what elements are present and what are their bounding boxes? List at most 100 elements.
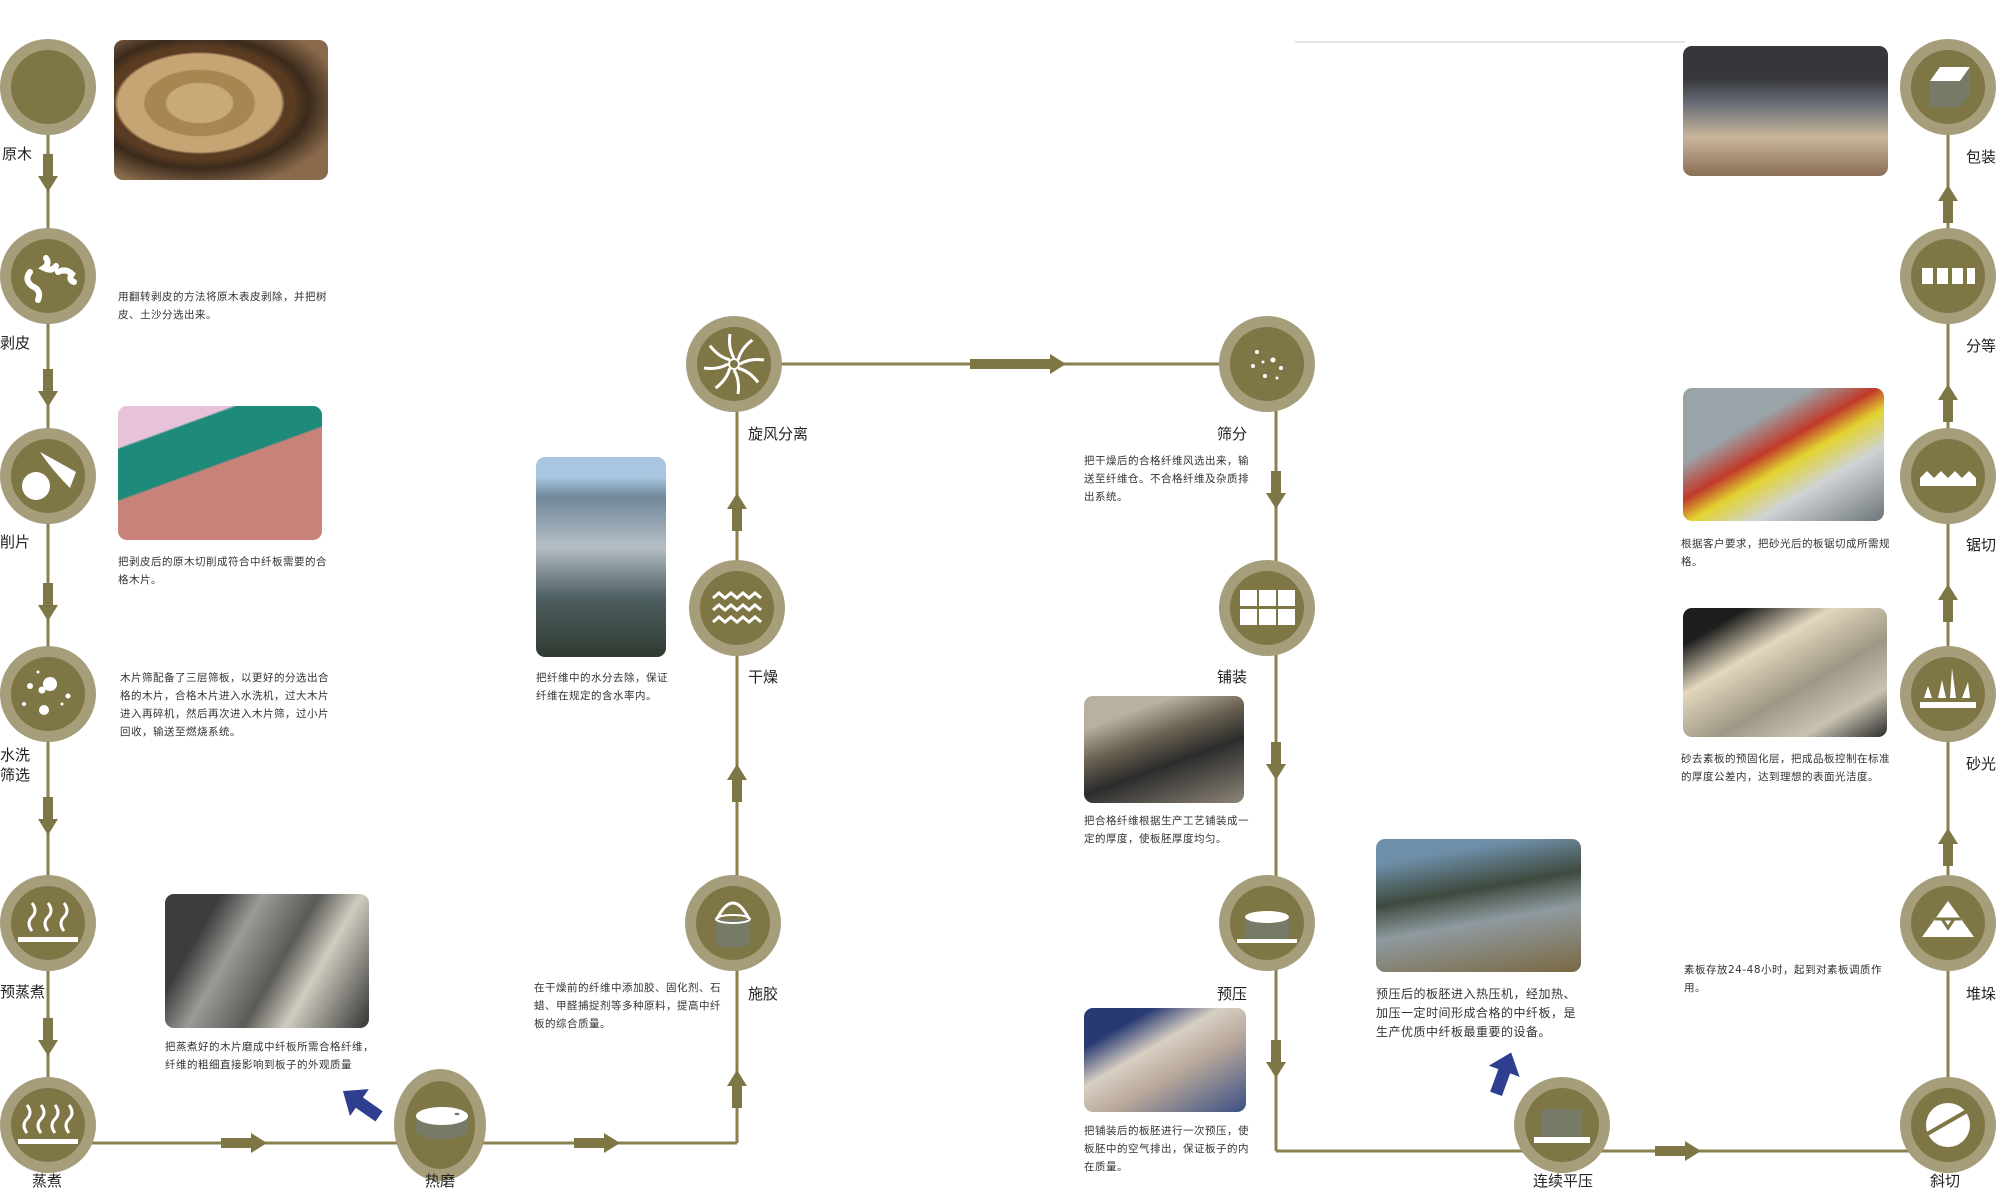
- step-label: 原木: [2, 145, 33, 163]
- prepress-photo: [1084, 1008, 1246, 1112]
- flow-arrow-up: [727, 1070, 747, 1108]
- pointer-arrow-icon: [1485, 1050, 1523, 1098]
- dryer-tower-photo: [536, 457, 666, 657]
- step-label: 水洗: [0, 746, 31, 764]
- step-description: 素板存放24-48小时，起到对素板调质作用。: [1684, 964, 1883, 994]
- step-description: 把铺装后的板胚进行一次预压，使板胚中的空气排出，保证板子的内在质量。: [1084, 1125, 1249, 1173]
- process-step-20: [1900, 39, 1996, 135]
- flow-arrow-right: [970, 354, 1066, 374]
- step-label: 旋风分离: [748, 425, 809, 443]
- flow-arrow-right: [221, 1133, 267, 1153]
- pointer-arrow-icon: [341, 1087, 385, 1124]
- step-label: 施胶: [748, 985, 779, 1003]
- step-description: 把合格纤维根据生产工艺铺装成一定的厚度，使板胚厚度均匀。: [1084, 815, 1249, 845]
- step-description: 预压后的板胚进入热压机，经加热、加压一定时间形成合格的中纤板，是生产优质中纤板最…: [1376, 987, 1577, 1039]
- log-photo: [114, 40, 328, 180]
- step-label: 筛选: [0, 766, 31, 784]
- process-step-1: [0, 39, 96, 135]
- steam-icon: [18, 902, 78, 942]
- flow-arrow-down: [1266, 742, 1286, 780]
- process-step-12: [1219, 560, 1315, 656]
- step-label: 剥皮: [0, 334, 31, 352]
- cyclone-icon: [703, 333, 765, 395]
- refiner-photo: [165, 894, 369, 1028]
- saw-line-photo: [1683, 388, 1884, 521]
- saw-icon: [1920, 471, 1976, 486]
- cylinder-icon: [1237, 911, 1297, 943]
- flow-arrow-up: [1938, 384, 1958, 422]
- warehouse-photo: [1683, 46, 1888, 176]
- step-label: 分等: [1966, 337, 1997, 355]
- process-step-5: [0, 875, 96, 971]
- flow-arrow-down: [38, 369, 58, 407]
- flow-arrow-down: [38, 797, 58, 835]
- step-label: 预压: [1217, 985, 1248, 1003]
- step-label: 铺装: [1217, 668, 1248, 686]
- flow-arrow-up: [1938, 584, 1958, 622]
- stack-icon: [1922, 901, 1974, 937]
- step-label: 热磨: [425, 1172, 456, 1190]
- top-divider: [1295, 41, 1685, 43]
- process-step-7: [394, 1069, 486, 1181]
- process-step-15: [1900, 1077, 1996, 1173]
- sanding-machine-photo: [1683, 608, 1887, 737]
- flow-arrow-up: [1938, 185, 1958, 223]
- flow-arrow-right: [574, 1133, 620, 1153]
- step-description: 把干燥后的合格纤维风选出来，输送至纤维仓。不合格纤维及杂质排出系统。: [1084, 455, 1249, 503]
- continuous-press-photo: [1376, 839, 1581, 972]
- flow-arrow-up: [1938, 828, 1958, 866]
- process-step-3: [0, 428, 96, 524]
- process-step-10: [686, 316, 782, 412]
- wood-chips-photo: [118, 406, 322, 540]
- process-step-6: [0, 1077, 96, 1173]
- flow-arrow-up: [727, 764, 747, 802]
- grid-icon: [1240, 590, 1295, 625]
- step-description: 把蒸煮好的木片磨成中纤板所需合格纤维，纤维的粗细直接影响到板子的外观质量: [165, 1041, 374, 1071]
- step-label: 斜切: [1930, 1172, 1961, 1190]
- step-label: 砂光: [1966, 755, 1997, 773]
- diagonal-cut-icon: [1921, 1103, 1975, 1147]
- press-icon: [1534, 1109, 1590, 1143]
- step-description: 把剥皮后的原木切削成符合中纤板需要的合格木片。: [118, 556, 327, 586]
- sanding-icon: [1920, 668, 1976, 708]
- log-icon: [11, 50, 85, 124]
- grading-icon: [1922, 268, 1975, 284]
- step-label: 堆垛: [1966, 985, 1997, 1003]
- step-description: 用翻转剥皮的方法将原木表皮剥除，并把树皮、土沙分选出来。: [118, 291, 327, 321]
- process-step-9: [689, 560, 785, 656]
- process-step-19: [1900, 228, 1996, 324]
- step-description: 根据客户要求，把砂光后的板锯切成所需规格。: [1681, 538, 1890, 568]
- disc-icon: [416, 1107, 468, 1139]
- flow-arrow-up: [727, 493, 747, 531]
- step-description: 木片筛配备了三层筛板，以更好的分选出合格的木片，合格木片进入水洗机，过大木片进入…: [120, 672, 329, 738]
- bucket-icon: [715, 901, 751, 948]
- bark-icon: [24, 255, 77, 303]
- step-label: 锯切: [1966, 536, 1997, 554]
- flow-arrow-down: [38, 583, 58, 621]
- process-step-16: [1900, 875, 1996, 971]
- step-label: 预蒸煮: [0, 983, 46, 1001]
- steam-heavy-icon: [18, 1104, 78, 1144]
- box-icon: [1930, 67, 1970, 107]
- flow-arrow-down: [38, 1018, 58, 1056]
- step-label: 蒸煮: [32, 1172, 63, 1190]
- forming-machine-photo: [1084, 696, 1244, 803]
- step-description: 砂去素板的预固化层，把成品板控制在标准的厚度公差内，达到理想的表面光洁度。: [1681, 753, 1890, 783]
- sieve-icon: [1251, 350, 1283, 380]
- step-description: 在干燥前的纤维中添加胶、固化剂、石蜡、甲醛捕捉剂等多种原料，提高中纤板的综合质量…: [534, 982, 721, 1030]
- flow-arrow-down: [1266, 1040, 1286, 1078]
- process-step-17: [1900, 646, 1996, 742]
- step-label: 干燥: [748, 668, 779, 686]
- process-step-8: [685, 875, 781, 971]
- step-description: 把纤维中的水分去除，保证纤维在规定的含水率内。: [536, 672, 668, 702]
- step-label: 筛分: [1217, 425, 1248, 443]
- particles-icon: [22, 670, 71, 715]
- process-step-2: [0, 228, 96, 324]
- process-step-4: [0, 646, 96, 742]
- process-step-13: [1219, 875, 1315, 971]
- step-label: 削片: [0, 533, 31, 551]
- flow-arrow-down: [1266, 471, 1286, 509]
- step-label: 连续平压: [1533, 1172, 1594, 1190]
- flow-arrow-right: [1655, 1141, 1701, 1161]
